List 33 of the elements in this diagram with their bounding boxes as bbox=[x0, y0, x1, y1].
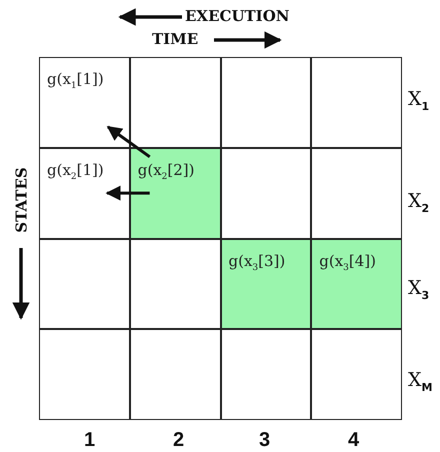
grid-cell bbox=[130, 329, 220, 420]
highlighted-cell bbox=[311, 238, 402, 330]
highlighted-cell bbox=[130, 148, 220, 238]
grid-cell bbox=[220, 57, 312, 148]
axis-title: STATES bbox=[14, 167, 30, 233]
cell-formula: g(x$_{3}$[3]) bbox=[228, 254, 286, 272]
grid-cell bbox=[39, 329, 130, 420]
row-label: X$_{1}$ bbox=[408, 90, 430, 112]
grid-cell bbox=[311, 148, 402, 238]
grid-cell bbox=[130, 57, 220, 148]
grid-cell bbox=[39, 238, 130, 330]
column-label: 4 bbox=[348, 430, 360, 450]
cell-formula: g(x$_{2}$[1]) bbox=[47, 162, 104, 182]
grid-cell bbox=[39, 57, 130, 148]
grid-cell bbox=[311, 329, 402, 420]
row-label: X$_{2}$ bbox=[408, 192, 430, 214]
cell-formula: g(x$_{1}$[1]) bbox=[47, 72, 104, 91]
column-label: 3 bbox=[259, 430, 270, 450]
axis-title: EXECUTION bbox=[185, 9, 290, 24]
grid-cell bbox=[220, 148, 312, 238]
arrow bbox=[106, 186, 150, 201]
grid-cell bbox=[311, 57, 402, 148]
column-label: 1 bbox=[84, 430, 96, 450]
grid-cell bbox=[39, 148, 130, 238]
cell-formula: g(x$_{3}$[4]) bbox=[319, 254, 376, 272]
row-label: X$_{3}$ bbox=[408, 279, 430, 301]
column-label: 2 bbox=[173, 430, 184, 450]
grid-cell bbox=[220, 329, 312, 420]
axis-title: TIME bbox=[152, 32, 198, 47]
row-label: X$_{M}$ bbox=[408, 371, 432, 393]
grid-cell bbox=[130, 238, 220, 330]
cell-formula: g(x$_{2}$[2]) bbox=[138, 162, 195, 182]
highlighted-cell bbox=[220, 238, 312, 330]
